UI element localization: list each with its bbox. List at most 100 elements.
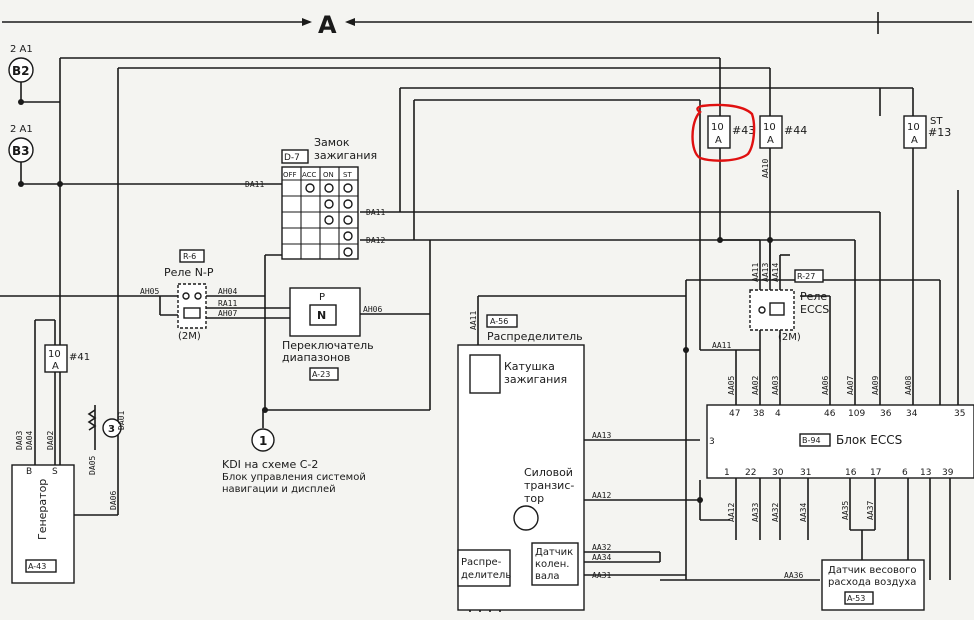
eccs-bpin-13: 13 xyxy=(920,468,931,478)
section-header: A xyxy=(2,11,972,39)
wl-ah04: AH04 xyxy=(218,287,237,296)
eccs-pin-109: 109 xyxy=(848,409,865,419)
crank-line3: вала xyxy=(535,571,560,582)
transistor-line2: транзис- xyxy=(524,479,574,492)
wl-ra11: RA11 xyxy=(218,299,237,308)
wl-da05: DA05 xyxy=(88,456,97,475)
range-switch: P N Переключатель диапазонов A-23 xyxy=(282,287,374,381)
wl-aa34-b: AA34 xyxy=(799,503,808,522)
eccs-pin-3: 3 xyxy=(709,437,715,447)
generator: B S Генератор A-43 xyxy=(11,464,75,584)
fuse-43-unit: A xyxy=(715,135,722,146)
left-ref-b3: 2 A1 B3 xyxy=(8,124,34,163)
wl-da12: DA12 xyxy=(366,236,385,245)
wl-aa36: AA36 xyxy=(784,571,803,580)
wl-aa05: AA05 xyxy=(727,376,736,395)
highlight-circle xyxy=(691,103,756,162)
wl-aa34: AA34 xyxy=(592,553,611,562)
generator-pin-b: B xyxy=(26,467,32,477)
kdi-note: 1 KDI на схеме C-2 Блок управления систе… xyxy=(222,428,366,495)
air-sensor-line2: расхода воздуха xyxy=(828,577,916,588)
transistor-line3: тор xyxy=(524,492,544,505)
relay-np-bottom: (2M) xyxy=(178,331,201,342)
wl-aa08: AA08 xyxy=(904,376,913,395)
eccs-title: Блок ECCS xyxy=(836,433,902,447)
eccs-pin-36: 36 xyxy=(880,409,892,419)
range-switch-p: P xyxy=(319,292,325,303)
wl-aa32: AA32 xyxy=(592,543,611,552)
eccs-pin-35: 35 xyxy=(954,409,965,419)
wl-aa02: AA02 xyxy=(751,376,760,395)
ground-3: 3 xyxy=(87,409,122,438)
ref-circle-b3: B3 xyxy=(12,144,30,158)
fuse-41-unit: A xyxy=(52,361,59,372)
ground-3-num: 3 xyxy=(108,424,115,435)
wl-da04: DA04 xyxy=(25,431,34,450)
ignition-title-2: зажигания xyxy=(314,149,377,162)
wl-aa10: AA10 xyxy=(761,159,770,178)
relay-eccs-bottom: (2M) xyxy=(778,332,801,343)
eccs-bpin-1: 1 xyxy=(724,468,730,478)
wl-aa13-r: AA13 xyxy=(761,263,770,282)
eccs-pin-34: 34 xyxy=(906,409,918,419)
distributor-sub-line1: Распре- xyxy=(461,557,502,568)
eccs-bpin-39: 39 xyxy=(942,468,954,478)
distributor: A-56 Распределитель Катушка зажигания Си… xyxy=(457,314,585,611)
fuse-44-unit: A xyxy=(767,135,774,146)
ignition-col-on: ON xyxy=(323,171,334,179)
fuse-41-rating: 10 xyxy=(48,349,61,360)
wl-aa33: AA33 xyxy=(751,503,760,522)
relay-np: R-6 Реле N-P (2M) xyxy=(164,249,214,342)
fuse-41: 10 A #41 xyxy=(44,344,90,373)
fuse-13-prefix: ST xyxy=(930,116,943,127)
wires xyxy=(0,57,959,612)
air-sensor-line1: Датчик весового xyxy=(828,565,916,576)
wl-da03: DA03 xyxy=(15,431,24,450)
fuse-44-rating: 10 xyxy=(763,122,776,133)
wl-aa37: AA37 xyxy=(866,501,875,520)
distributor-sub-line2: делитель xyxy=(461,570,511,581)
wl-da02: DA02 xyxy=(46,431,55,450)
generator-ref: A-43 xyxy=(28,562,46,571)
eccs-pin-4: 4 xyxy=(775,409,781,419)
ref-label-b2: 2 A1 xyxy=(10,44,33,55)
eccs-pin-38: 38 xyxy=(753,409,765,419)
range-switch-n: N xyxy=(317,309,326,322)
relay-eccs-line2: ECCS xyxy=(800,303,829,316)
wl-aa12-b: AA12 xyxy=(727,503,736,522)
wl-da11-mid: DA11 xyxy=(366,208,385,217)
eccs-bpin-31: 31 xyxy=(800,468,811,478)
fuse-41-label: #41 xyxy=(69,352,90,363)
coil-line1: Катушка xyxy=(504,360,555,373)
eccs-block: 47 38 4 46 109 36 34 35 3 B-94 Блок ECCS… xyxy=(706,404,974,479)
wl-ah06: AH06 xyxy=(363,305,382,314)
air-sensor: Датчик весового расхода воздуха A-53 xyxy=(821,559,925,611)
fuse-13-label: #13 xyxy=(928,126,951,139)
eccs-ref: B-94 xyxy=(802,436,821,445)
fuse-13-unit: A xyxy=(911,135,918,146)
range-switch-line1: Переключатель xyxy=(282,339,374,352)
fuse-44-label: #44 xyxy=(784,124,807,137)
distributor-ref: A-56 xyxy=(490,317,508,326)
ignition-ref: D-7 xyxy=(284,153,300,163)
relay-eccs-line1: Реле xyxy=(800,290,827,303)
ref-label-b3: 2 A1 xyxy=(10,124,33,135)
kdi-line1: KDI на схеме C-2 xyxy=(222,458,318,471)
wl-aa11-r: AA11 xyxy=(751,263,760,282)
wl-aa11-dist: AA11 xyxy=(469,311,478,330)
coil-line2: зажигания xyxy=(504,373,567,386)
fuse-43-rating: 10 xyxy=(711,122,724,133)
wl-ah05: AH05 xyxy=(140,287,159,296)
kdi-line3: навигации и дисплей xyxy=(222,484,336,495)
eccs-bpin-22: 22 xyxy=(745,468,756,478)
wl-da06: DA06 xyxy=(109,491,118,510)
wl-aa14: AA14 xyxy=(771,263,780,282)
crank-line1: Датчик xyxy=(535,547,573,558)
ignition-switch: D-7 Замок зажигания OFF ACC ON ST xyxy=(281,136,377,260)
wl-aa32-b: AA32 xyxy=(771,503,780,522)
wl-aa13: AA13 xyxy=(592,431,611,440)
kdi-num: 1 xyxy=(259,434,267,448)
air-sensor-ref: A-53 xyxy=(847,594,865,603)
relay-np-ref: R-6 xyxy=(183,252,196,261)
